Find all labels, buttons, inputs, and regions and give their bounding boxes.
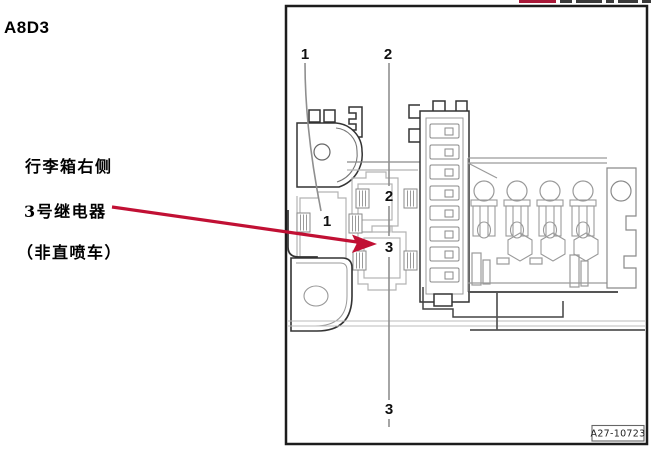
callout-3-bottom: 3 bbox=[385, 401, 393, 418]
annotation-location-line: 行李箱右侧 bbox=[25, 157, 113, 176]
callout-3-inner: 3 bbox=[385, 239, 393, 256]
annotation-note-line: （非直喷车） bbox=[17, 243, 123, 262]
figure-id: A27-10723 bbox=[591, 429, 646, 440]
fuse-box bbox=[408, 100, 564, 318]
figure-id-box: A27-10723 bbox=[591, 424, 646, 442]
fuse-slots bbox=[429, 123, 460, 283]
callout-2-top: 2 bbox=[384, 46, 392, 63]
body-panel-lines bbox=[288, 292, 645, 331]
callout-1-top: 1 bbox=[301, 46, 309, 63]
pointer-arrow bbox=[111, 205, 377, 253]
page-top-crop bbox=[519, 0, 651, 3]
engine-right-bracket bbox=[606, 167, 637, 289]
leader-lines bbox=[304, 62, 390, 427]
callout-2-inner: 2 bbox=[385, 188, 393, 205]
part-code: A8D3 bbox=[4, 18, 50, 37]
callout-1-inner: 1 bbox=[323, 213, 331, 230]
leader-line-1 bbox=[304, 62, 322, 212]
lower-bracket bbox=[290, 257, 353, 332]
engine-block bbox=[467, 157, 637, 293]
annotation-relay-line: 3号继电器 bbox=[24, 202, 107, 221]
